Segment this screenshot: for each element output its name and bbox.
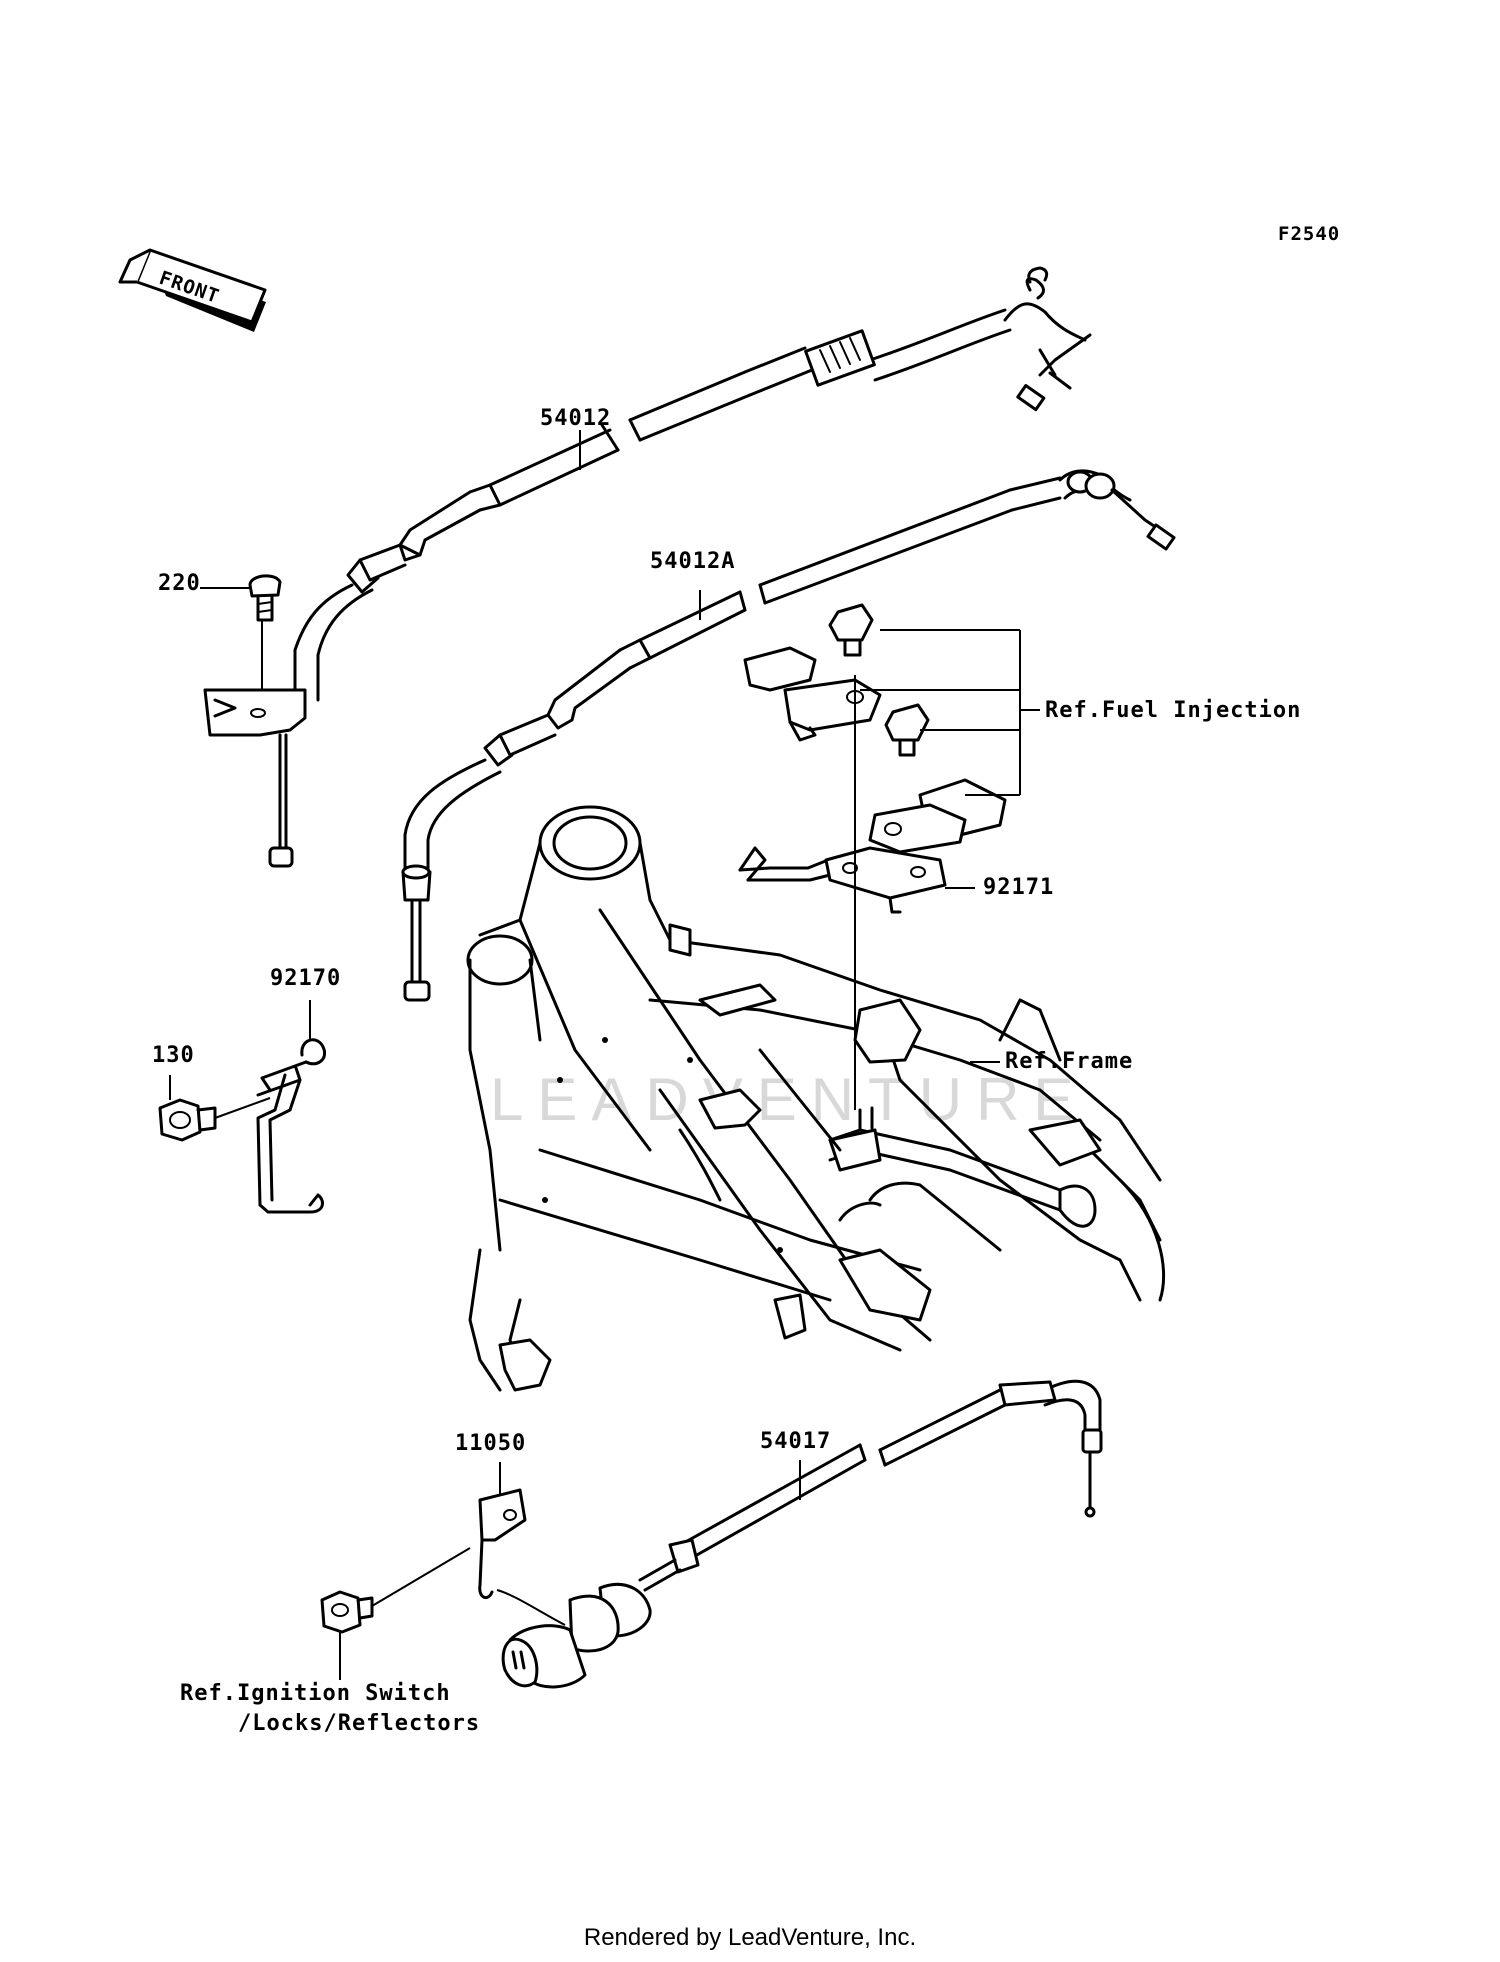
bolt-130 xyxy=(158,1097,271,1142)
ignition-bolt xyxy=(320,1547,471,1680)
figure-code: F2540 xyxy=(1278,223,1340,245)
label-ref-fuel-injection: Ref.Fuel Injection xyxy=(1045,698,1301,723)
footer-credit: Rendered by LeadVenture, Inc. xyxy=(583,1924,917,1951)
choke-bracket-11050 xyxy=(478,1488,527,1600)
throttle-cable-lower xyxy=(401,469,1176,1002)
label-11050: 11050 xyxy=(455,1431,526,1456)
throttle-cable-upper xyxy=(203,266,1092,868)
leader-lines xyxy=(169,430,1040,1500)
clamp-92170 xyxy=(256,1038,327,1214)
label-92170: 92170 xyxy=(270,966,341,991)
label-92171: 92171 xyxy=(983,875,1054,900)
label-54017: 54017 xyxy=(760,1429,831,1454)
choke-cable-54017 xyxy=(496,1379,1103,1689)
frame xyxy=(466,805,1166,1392)
screw-220 xyxy=(248,574,282,690)
label-54012: 54012 xyxy=(540,406,611,431)
label-ref-ignition-line1: Ref.Ignition Switch xyxy=(180,1681,451,1706)
label-ref-frame: Ref.Frame xyxy=(1005,1049,1133,1074)
fuel-injection-sensors xyxy=(743,603,1007,854)
label-54012a: 54012A xyxy=(650,549,735,574)
front-arrow-icon: FRONT xyxy=(118,248,267,332)
label-130: 130 xyxy=(152,1043,195,1068)
label-220: 220 xyxy=(158,571,201,596)
label-ref-ignition-line2: /Locks/Reflectors xyxy=(238,1711,480,1736)
bracket-92171 xyxy=(738,846,947,914)
watermark: LEADVENTURE xyxy=(490,1066,1087,1133)
